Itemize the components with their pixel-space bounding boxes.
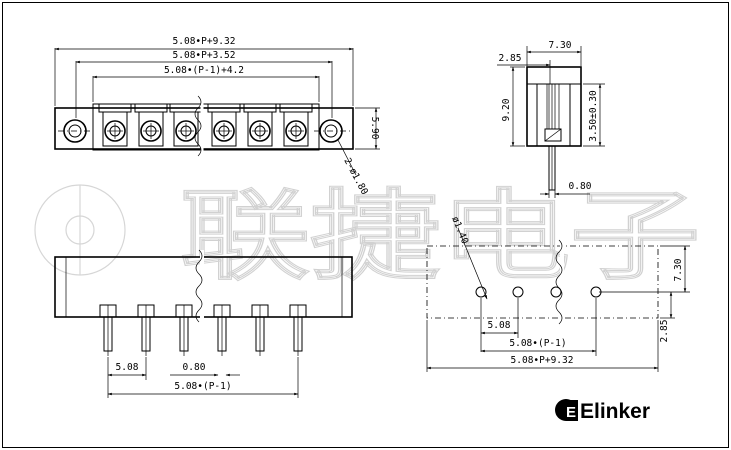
screw-icon [285, 120, 307, 142]
dim-side-depth: 7.30 [549, 40, 572, 51]
dim-pcb-pin-span: 5.08•(P-1) [509, 338, 566, 349]
pcb-hole [550, 286, 562, 298]
dim-side-pin-height: 3.50±0.30 [588, 90, 599, 142]
dim-side-height: 9.20 [501, 98, 512, 121]
dim-side-offset: 2.85 [499, 53, 522, 64]
front-pin [289, 304, 307, 356]
front-view: 5.08 0.80 5.08•(P-1) [54, 249, 353, 398]
watermark-text: 联捷电子 [180, 179, 700, 294]
watermark: 联捷电子 [34, 179, 701, 295]
dim-top-middle: 5.08•P+3.52 [173, 50, 236, 61]
dim-front-pin-span: 5.08•(P-1) [174, 381, 231, 392]
terminal-cell [243, 103, 277, 147]
terminal-cells [98, 103, 313, 147]
front-view-pins [99, 304, 307, 356]
screw-icon [104, 120, 126, 142]
dim-pcb-offset: 2.85 [659, 320, 670, 343]
dim-top-height: 5.90 [369, 117, 380, 140]
front-pin [137, 304, 155, 356]
dim-side-pin-width: 0.80 [569, 181, 592, 192]
dim-front-pitch: 5.08 [116, 362, 139, 373]
screw-icon [175, 120, 197, 142]
dim-pcb-overall: 5.08•P+9.32 [511, 355, 574, 366]
screw-icon [140, 120, 162, 142]
terminal-cell [279, 103, 313, 147]
front-pin [175, 304, 193, 356]
front-pin [251, 304, 269, 356]
terminal-cell [134, 103, 168, 147]
side-view: 7.30 2.85 9.20 3.50±0.30 0.80 [497, 40, 605, 198]
top-view-flange [54, 107, 354, 150]
pcb-hole [512, 286, 524, 298]
terminal-cell [98, 103, 132, 147]
dim-top-inner: 5.08•(P-1)+4.2 [164, 65, 244, 76]
brand-mark-letter: E [566, 404, 576, 421]
brand-name: Elinker [580, 400, 650, 423]
front-pin [213, 304, 231, 356]
terminal-cell [169, 103, 203, 147]
terminal-cell [207, 103, 241, 147]
screw-icon [213, 120, 235, 142]
dim-top-overall: 5.08•P+9.32 [173, 36, 236, 47]
top-view: 5.08•P+9.32 5.08•P+3.52 5.08•(P-1)+4.2 5… [54, 36, 380, 197]
dim-pcb-pitch: 5.08 [488, 320, 511, 331]
pcb-hole [475, 286, 487, 298]
pcb-outline [426, 245, 659, 319]
screw-icon [249, 120, 271, 142]
dim-front-pin-width: 0.80 [183, 362, 206, 373]
brand-logo: E Elinker [555, 399, 650, 423]
front-pin [99, 304, 117, 356]
dim-pcb-depth: 7.30 [673, 258, 684, 281]
